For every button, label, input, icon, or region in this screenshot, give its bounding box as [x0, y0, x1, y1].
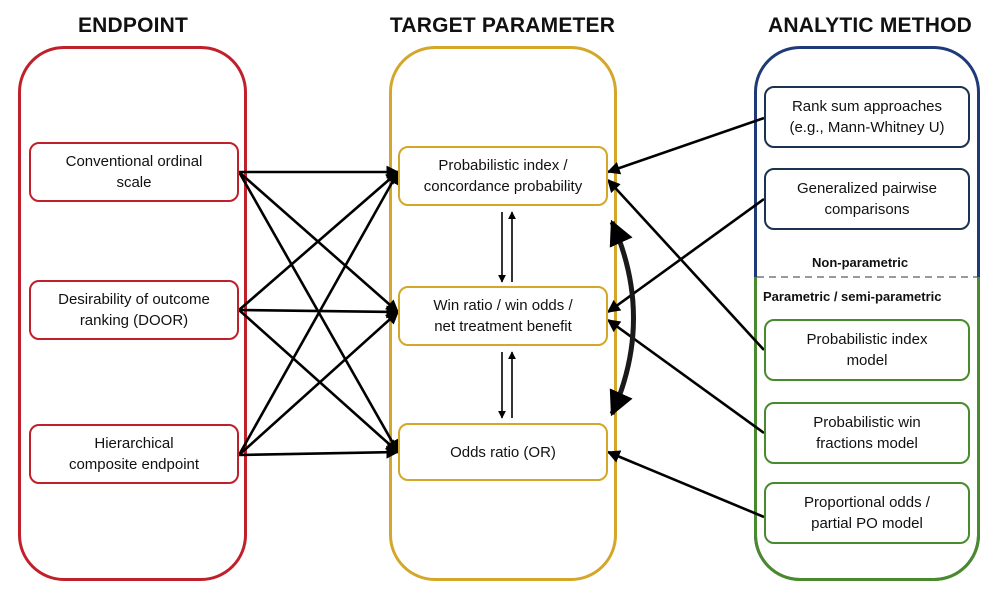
target-probabilistic-index: Probabilistic index /concordance probabi…: [398, 146, 608, 206]
method-proportional-odds: Proportional odds /partial PO model: [764, 482, 970, 544]
target-win-ratio: Win ratio / win odds /net treatment bene…: [398, 286, 608, 346]
analytic-method-heading: ANALYTIC METHOD: [767, 14, 973, 37]
curved-arrow-pi-or: [609, 219, 636, 417]
target-parameter-heading: TARGET PARAMETER: [389, 14, 616, 37]
arrow-door-to-pi: [238, 171, 399, 311]
endpoint-heading: ENDPOINT: [77, 14, 189, 37]
target-odds-ratio: Odds ratio (OR): [398, 423, 608, 481]
arrow-pim-to-pi: [607, 179, 765, 351]
arrow-hce-to-or: [238, 445, 400, 459]
arrow-po-to-or: [606, 450, 765, 519]
parametric-section-border: [754, 277, 980, 581]
arrow-door-to-or: [238, 309, 399, 453]
parametric-label: Parametric / semi-parametric: [763, 289, 942, 304]
arrow-ranksum-to-pi: [606, 116, 765, 175]
non-parametric-label: Non-parametric: [812, 255, 909, 270]
arrow-hce-to-wr: [238, 311, 399, 456]
arrow-hce-to-pi: [237, 170, 400, 456]
endpoint-column-box: [18, 46, 247, 581]
method-rank-sum: Rank sum approaches(e.g., Mann-Whitney U…: [764, 86, 970, 148]
